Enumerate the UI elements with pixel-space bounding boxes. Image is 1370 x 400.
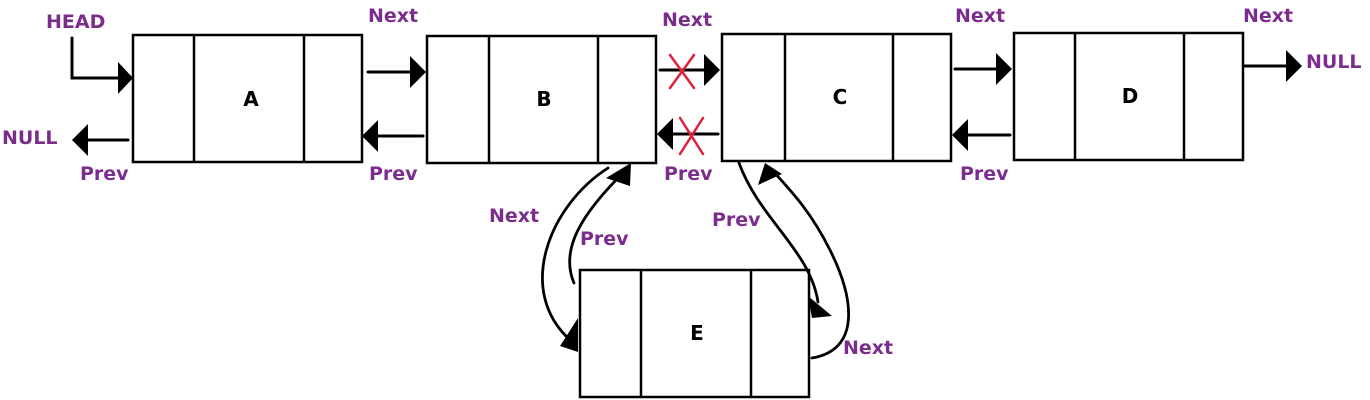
arrow-a-prev-null — [72, 124, 130, 156]
node-e-value: E — [690, 321, 704, 345]
label-prev-a-null: Prev — [80, 163, 129, 185]
arrow-e-prev-b — [568, 163, 631, 285]
cross-prev-stroke-2 — [678, 116, 705, 156]
label-prev-e-b: Prev — [580, 228, 629, 250]
label-next-b-c: Next — [662, 9, 712, 31]
cross-mark-prev — [678, 116, 705, 156]
arrow-b-prev-a — [362, 120, 425, 152]
arrow-c-prev-b-removed — [657, 118, 720, 150]
arrow-b-next-e — [541, 166, 610, 352]
node-a: A — [131, 33, 364, 164]
arrow-d-prev-c — [952, 119, 1012, 151]
arrow-d-next-null — [1242, 50, 1302, 82]
node-d-value: D — [1122, 84, 1139, 108]
head-pointer-arrow — [70, 36, 133, 94]
label-prev-d-c: Prev — [960, 163, 1009, 185]
label-prev-c-b: Prev — [664, 163, 713, 185]
arrow-c-next-d — [953, 53, 1012, 85]
node-c: C — [720, 32, 953, 163]
node-e: E — [578, 268, 811, 399]
label-next-e-c: Next — [843, 337, 893, 359]
node-c-value: C — [833, 85, 848, 109]
arrow-e-next-c — [758, 163, 850, 360]
label-next-d-null: Next — [1243, 5, 1293, 27]
label-null-left: NULL — [2, 127, 58, 149]
arrow-a-next-b — [366, 56, 426, 88]
node-a-value: A — [243, 87, 259, 111]
label-prev-c-e: Prev — [712, 209, 761, 231]
label-null-right: NULL — [1306, 51, 1362, 73]
cross-mark-next — [668, 53, 696, 90]
node-b: B — [425, 34, 658, 165]
label-head: HEAD — [46, 11, 105, 33]
label-next-c-d: Next — [955, 5, 1005, 27]
arrow-c-prev-e — [737, 161, 832, 318]
node-b-value: B — [536, 87, 551, 111]
label-next-b-e: Next — [489, 205, 539, 227]
label-prev-b-a: Prev — [369, 163, 418, 185]
node-d: D — [1012, 31, 1245, 162]
label-next-a-b: Next — [368, 5, 418, 27]
cross-next-stroke-2 — [668, 53, 696, 90]
